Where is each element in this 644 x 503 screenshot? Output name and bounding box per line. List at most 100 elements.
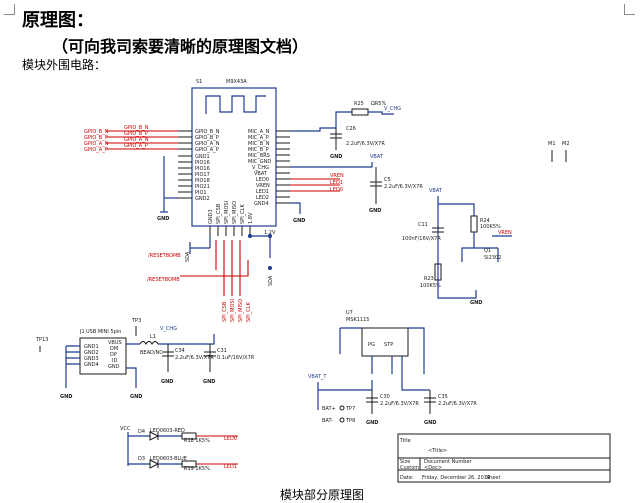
gnd-symbol-label: GND [157, 216, 169, 222]
r19-label: R19 1K5% [184, 466, 210, 472]
pin-label: PIO16 [195, 166, 210, 172]
l1-ref: L1 [150, 334, 156, 340]
pin-label: GND4 [254, 201, 269, 207]
spi-label: SPI_CSB [222, 301, 228, 322]
tb-title: Title [399, 438, 411, 444]
pin-label: MIC_B_P [248, 147, 269, 153]
r24-ref: R24 [480, 218, 490, 224]
pin-label: GND [108, 364, 120, 370]
module-ref: S1 [196, 79, 202, 85]
vcc-label: VCC [120, 426, 131, 432]
pin-label: MIC_GND [248, 159, 271, 165]
pin-label: V_CHG [252, 165, 269, 171]
l1-filter: TP3 L1 BEAD/NC V_CHG C34 2.2uF/6.3V/X7R … [131, 318, 255, 385]
batm-label: BAT- [322, 418, 333, 424]
tb-date: Friday, December 26, 2014 [422, 475, 490, 481]
c5-value: 2.2uF/6.3V/X7R [384, 184, 423, 190]
pin-label: SPI_CLK [240, 204, 246, 224]
tb-date-label: Date: [400, 475, 414, 481]
pin-label: GND1 [84, 344, 99, 350]
pin-label: PIO17 [195, 172, 210, 178]
pin-label: MIC_BRS [248, 153, 270, 159]
gnd-symbol-label: GND [330, 154, 342, 160]
gnd-symbol-label: GND [470, 300, 482, 306]
gnd-symbol-label: GND [161, 379, 173, 385]
c30-value: 2.2uF/6.3V/X7R [380, 401, 419, 407]
mount-holes: M1 M2 [548, 141, 570, 162]
pin-label: PIO1 [195, 190, 207, 196]
pin-label: MIC_B_N [248, 141, 270, 147]
pin-label: PIO21 [195, 184, 210, 190]
pin-label: 1.8V [248, 212, 254, 224]
pin-label: PIO18 [195, 178, 210, 184]
vren-label: VREN [498, 230, 512, 236]
pin-label: VREN [256, 183, 270, 189]
r24-value: 100K5% [480, 224, 501, 230]
m2-ref: M2 [562, 141, 570, 147]
c5-ref: C5 [384, 177, 391, 183]
c26-ref: C26 [346, 126, 356, 132]
c26-value: 2.2uF/6.3V/X7R [346, 141, 385, 147]
corner-mark-top-left [4, 4, 15, 15]
reset-label: /RESETBOMB [147, 277, 180, 283]
tb-title-value: <Title> [428, 448, 447, 454]
net-label: GPIO_B_P [124, 131, 148, 137]
pin-label: VBAT [254, 171, 268, 177]
pin-label: ID [112, 358, 117, 364]
module-s1: S1 M9X43A GPIO_B_N GPIO_B_P GPIO_A_N GPI… [178, 79, 290, 236]
pin-label: GND3 [208, 209, 214, 224]
spi-nets: SDA /RESETBOMB /RESETBOMB SPI_CSB SPI_MO… [147, 230, 276, 322]
pin-label: GND3 [84, 356, 99, 362]
module-left-pins: GPIO_B_N GPIO_B_P GPIO_A_N GPIO_A_P GND1… [178, 129, 220, 202]
c35-value: 2.2uF/6.3V/X7R [438, 401, 477, 407]
vbat-label: VBAT [429, 188, 443, 194]
right-nets: R25 ΩR5% V_CHG C26 2.2uF/6.3V/X7R GND VB… [290, 101, 423, 224]
tb-doc: <Doc> [424, 465, 442, 471]
reset-label: /RESETBOMB [148, 253, 181, 259]
d4-part: LED0603-RED [150, 428, 185, 434]
intro-text: 模块外围电路： [22, 58, 107, 72]
pin-label: PG [368, 342, 375, 348]
r25-value: ΩR5% [371, 101, 386, 107]
gpio-nets: GPIO_B_N GPIO_B_P GPIO_A_N GPIO_A_P GPIO… [84, 125, 178, 222]
vchg-label: V_CHG [384, 106, 401, 112]
d3-part: LED0603-BLUE [150, 456, 187, 462]
c11-ref: C11 [418, 222, 428, 228]
c31-ref: C31 [217, 348, 227, 354]
spi-label: SPI_MOSI [230, 299, 236, 322]
label-12v: 1.2V [264, 230, 276, 236]
j1-ref: J1 [79, 329, 85, 335]
led1-label: LED1 [224, 464, 237, 470]
tb-custom: Custom [400, 465, 419, 471]
gnd-symbol-label: GND [60, 394, 72, 400]
pin-label: GND2 [195, 196, 210, 202]
pin-label: GPIO_A_P [195, 147, 219, 153]
pin-label: MIC_A_N [248, 129, 270, 135]
tp3-label: TP3 [131, 318, 141, 324]
vbat-label: VBAT [370, 154, 384, 160]
r23-ref: R23 [424, 276, 434, 282]
u7-ref: U7 [346, 310, 353, 316]
r18-label: R18 1K5% [184, 438, 210, 444]
net-label: GPIO_A_P [84, 147, 108, 153]
pin-label: GPIO_B_P [195, 135, 219, 141]
tb-size: Size [400, 459, 410, 465]
net-label: GPIO_A_P [124, 143, 148, 149]
m1-ref: M1 [548, 141, 556, 147]
batp-label: BAT+ [322, 406, 336, 412]
pin-label: SPI_CSB [216, 203, 222, 224]
module-part: M9X43A [226, 79, 247, 85]
vchg-label: V_CHG [160, 326, 177, 332]
net-label: GPIO_B_P [84, 135, 108, 141]
pin-label: SPI_MOSI [224, 201, 230, 224]
spi-label: SPI_CLK [246, 302, 252, 322]
pin-label: VBUS [108, 340, 122, 346]
corner-mark-top-right [624, 4, 635, 15]
pin-label: SPI_MISO [232, 201, 238, 224]
pin-label: GPIO_B_N [195, 129, 220, 135]
pin-label: GND1 [195, 154, 210, 160]
net-label: GPIO_B_N [124, 125, 149, 131]
figure-caption: 模块部分原理图 [279, 488, 364, 502]
spi-label: SPI_MISO [238, 299, 244, 322]
